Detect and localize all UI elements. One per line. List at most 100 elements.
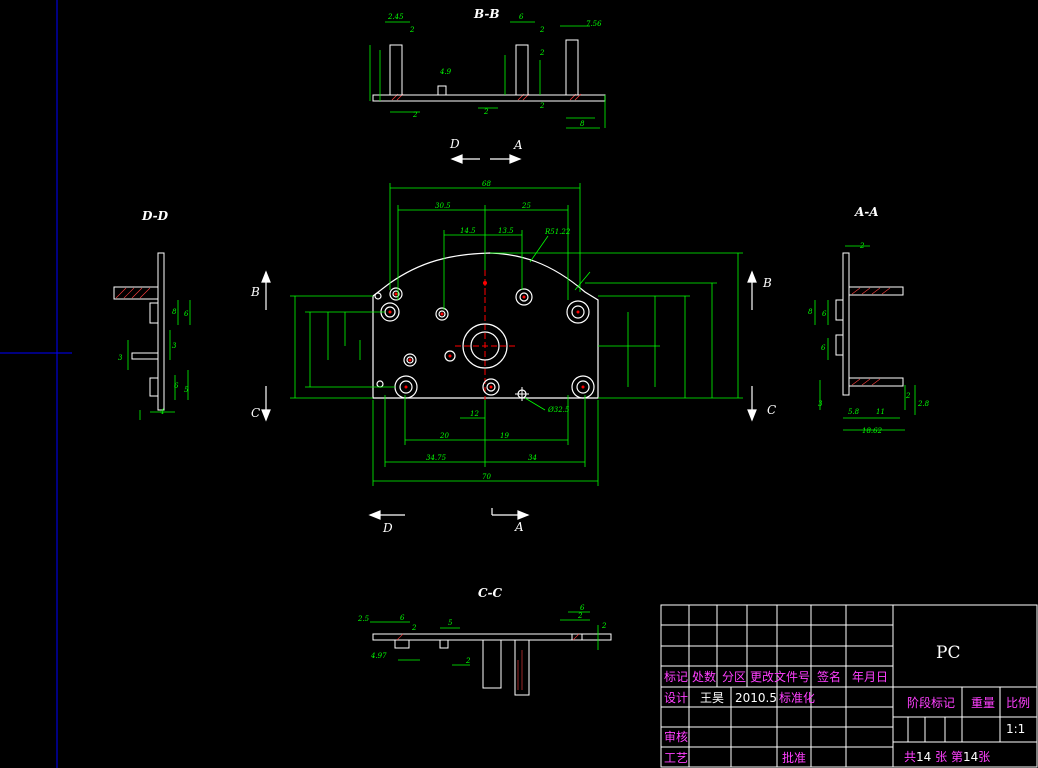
svg-text:68: 68 <box>482 180 491 188</box>
svg-text:6: 6 <box>821 344 826 352</box>
part-name: PC <box>936 643 961 663</box>
process-label: 工艺 <box>664 751 689 765</box>
view-mark-b-left: B <box>251 285 260 299</box>
section-bb-view: 2.45 6 2 7.56 2 2 2 2 2 8 4.9 <box>369 13 606 129</box>
scale-value: 1:1 <box>1006 722 1026 736</box>
section-aa-view: 2 8 6 6 3 5.8 11 18.62 2.8 2 <box>808 242 930 435</box>
drawing-frame <box>0 0 72 768</box>
svg-text:4.97: 4.97 <box>370 652 387 660</box>
svg-text:2.5: 2.5 <box>357 615 370 623</box>
svg-text:30.5: 30.5 <box>435 202 451 210</box>
svg-text:2: 2 <box>905 392 911 400</box>
section-title-cc: C-C <box>478 586 503 600</box>
standardize-label: 标准化 <box>779 691 816 705</box>
design-date: 2010.5 <box>735 691 777 705</box>
svg-text:2: 2 <box>465 657 471 665</box>
svg-text:2: 2 <box>483 108 489 116</box>
svg-text:3: 3 <box>118 354 123 362</box>
stage-label: 阶段标记 <box>907 696 956 710</box>
svg-text:2: 2 <box>859 242 865 250</box>
svg-text:19: 19 <box>500 432 509 440</box>
hdr-sign: 签名 <box>817 670 842 684</box>
svg-text:2: 2 <box>601 622 607 630</box>
svg-text:5: 5 <box>448 619 453 627</box>
cross-marker <box>515 387 529 401</box>
view-mark-a-top: A <box>514 138 523 152</box>
svg-text:18.62: 18.62 <box>862 427 883 435</box>
view-mark-b-right: B <box>763 276 772 290</box>
svg-text:13.5: 13.5 <box>498 227 514 235</box>
view-mark-d-bottom: D <box>383 521 393 535</box>
view-arrows <box>261 154 757 520</box>
dimension-texts: 68 30.5 25 14.5 13.5 R51.22 12 20 19 34.75 3… <box>426 180 571 481</box>
svg-text:2.45: 2.45 <box>387 13 404 21</box>
hdr-change-doc: 更改文件号 <box>750 670 811 684</box>
svg-text:6: 6 <box>580 604 585 612</box>
view-mark-d-top: D <box>450 137 460 151</box>
hdr-count: 处数 <box>692 670 717 684</box>
view-mark-a-bottom: A <box>515 520 524 534</box>
sheet-no: 14 <box>962 750 979 764</box>
svg-text:20: 20 <box>439 432 449 440</box>
sheets-total-prefix: 共 <box>904 750 917 764</box>
review-label: 审核 <box>664 730 689 744</box>
hdr-date: 年月日 <box>852 670 889 684</box>
svg-text:3: 3 <box>172 342 177 350</box>
svg-text:3: 3 <box>818 400 823 408</box>
svg-text:70: 70 <box>482 473 491 481</box>
view-mark-c-right: C <box>767 403 777 417</box>
svg-text:7.56: 7.56 <box>586 20 602 28</box>
svg-text:2: 2 <box>539 26 545 34</box>
svg-text:5: 5 <box>184 386 189 394</box>
svg-text:2: 2 <box>412 111 418 119</box>
hole-centers <box>388 281 585 389</box>
svg-text:6: 6 <box>400 614 405 622</box>
svg-text:11: 11 <box>876 408 885 416</box>
scale-label: 比例 <box>1006 696 1031 710</box>
section-title-bb: B-B <box>474 7 500 21</box>
svg-text:2: 2 <box>577 612 583 620</box>
main-plan-view: 68 30.5 25 14.5 13.5 R51.22 12 20 19 34.75 3… <box>290 180 743 486</box>
svg-text:5.8: 5.8 <box>848 408 860 416</box>
svg-text:14.5: 14.5 <box>460 227 476 235</box>
svg-text:6: 6 <box>519 13 524 21</box>
sheet-count-line: 共14 张 第14张 <box>904 751 990 763</box>
approve-label: 批准 <box>782 751 807 765</box>
svg-text:R51.22: R51.22 <box>544 228 571 236</box>
dimension-lines <box>290 183 743 486</box>
svg-text:2: 2 <box>411 624 417 632</box>
view-mark-c-left: C <box>251 406 261 420</box>
sheet-no-suffix: 张 <box>978 750 991 764</box>
svg-text:2: 2 <box>539 102 545 110</box>
svg-text:2: 2 <box>409 26 415 34</box>
svg-text:34.75: 34.75 <box>426 454 447 462</box>
title-block-grid <box>660 604 1038 768</box>
svg-text:Ø32.5: Ø32.5 <box>547 406 570 414</box>
section-title-dd: D-D <box>142 209 169 223</box>
svg-text:8: 8 <box>580 120 585 128</box>
svg-text:4.9: 4.9 <box>439 68 452 76</box>
svg-text:6: 6 <box>174 382 179 390</box>
sheets-total: 14 <box>916 750 932 764</box>
hdr-mark: 标记 <box>664 670 689 684</box>
center-lines <box>455 270 515 400</box>
sheet-no-prefix: 第 <box>950 750 963 764</box>
svg-text:2: 2 <box>539 49 545 57</box>
weight-label: 重量 <box>971 696 996 710</box>
svg-text:8: 8 <box>172 308 177 316</box>
sheets-unit: 张 <box>935 750 948 764</box>
svg-text:12: 12 <box>470 410 479 418</box>
svg-text:25: 25 <box>521 202 531 210</box>
hdr-zone: 分区 <box>722 670 747 684</box>
designer-name: 王昊 <box>700 691 725 705</box>
svg-text:6: 6 <box>184 310 189 318</box>
svg-text:34: 34 <box>528 454 537 462</box>
section-title-aa: A-A <box>855 205 879 219</box>
svg-text:2.8: 2.8 <box>917 400 930 408</box>
design-label: 设计 <box>664 691 689 705</box>
svg-text:6: 6 <box>822 310 827 318</box>
svg-text:8: 8 <box>808 308 813 316</box>
